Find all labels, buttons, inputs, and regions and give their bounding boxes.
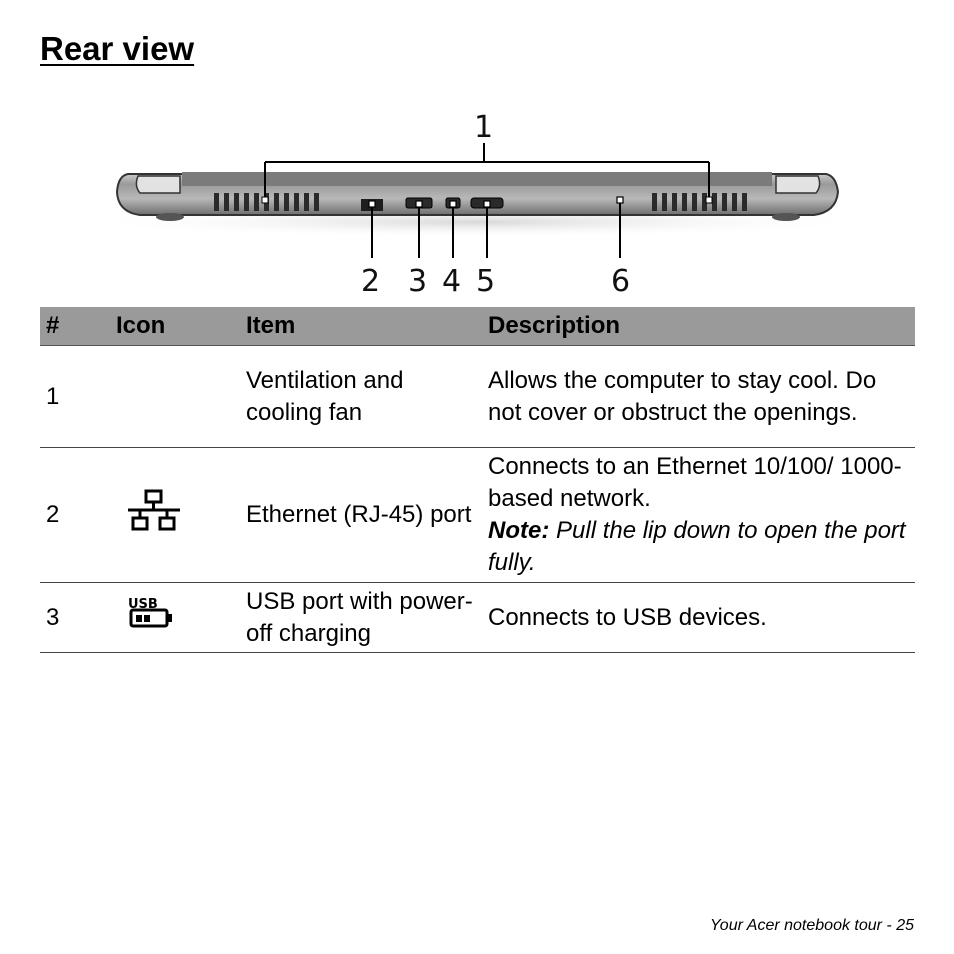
callout-1: 1	[474, 110, 494, 145]
page-title: Rear view	[40, 30, 195, 67]
row-number: 3	[40, 582, 110, 653]
table-row: 1 Ventilation and cooling fan Allows the…	[40, 345, 915, 448]
note-label: Note:	[488, 517, 550, 544]
rear-view-table: # Icon Item Description 1 Ventilation an…	[40, 307, 915, 653]
header-number: #	[40, 307, 110, 346]
row-icon: USB	[110, 582, 240, 653]
row-icon-empty	[110, 345, 240, 448]
usb-icon-label: USB	[128, 597, 158, 612]
usb-power-off-charging-icon: USB	[126, 596, 178, 639]
row-item: Ventilation and cooling fan	[240, 345, 482, 448]
row-icon	[110, 447, 240, 583]
row-description: Connects to USB devices.	[482, 582, 915, 653]
row-description: Connects to an Ethernet 10/100/ 1000-bas…	[488, 453, 902, 512]
row-item: USB port with power-off charging	[240, 582, 482, 653]
laptop-rear-illustration	[77, 143, 877, 258]
header-icon: Icon	[110, 307, 240, 346]
header-item: Item	[240, 307, 482, 346]
laptop-rear-view-figure: 1 2 3 4 5 6	[0, 0, 954, 310]
row-description: Allows the computer to stay cool. Do not…	[482, 345, 915, 448]
page-footer: Your Acer notebook tour - 25	[710, 917, 914, 934]
note-text: Pull the lip down to open the port fully…	[488, 517, 906, 576]
callout-3: 3	[408, 264, 428, 299]
callout-2: 2	[361, 264, 381, 299]
header-description: Description	[482, 307, 915, 346]
callout-4: 4	[442, 264, 462, 299]
table-row: 3 USB USB port with power-off charging C…	[40, 582, 915, 653]
table-row: 2 Ethernet (RJ-45) port Connects t	[40, 447, 915, 583]
row-number: 1	[40, 345, 110, 448]
callout-5: 5	[476, 264, 496, 299]
callout-6: 6	[611, 264, 631, 299]
table-header-row: # Icon Item Description	[40, 307, 915, 346]
row-description-cell: Connects to an Ethernet 10/100/ 1000-bas…	[482, 447, 915, 583]
row-number: 2	[40, 447, 110, 583]
row-item: Ethernet (RJ-45) port	[240, 447, 482, 583]
ethernet-network-icon	[126, 489, 182, 542]
